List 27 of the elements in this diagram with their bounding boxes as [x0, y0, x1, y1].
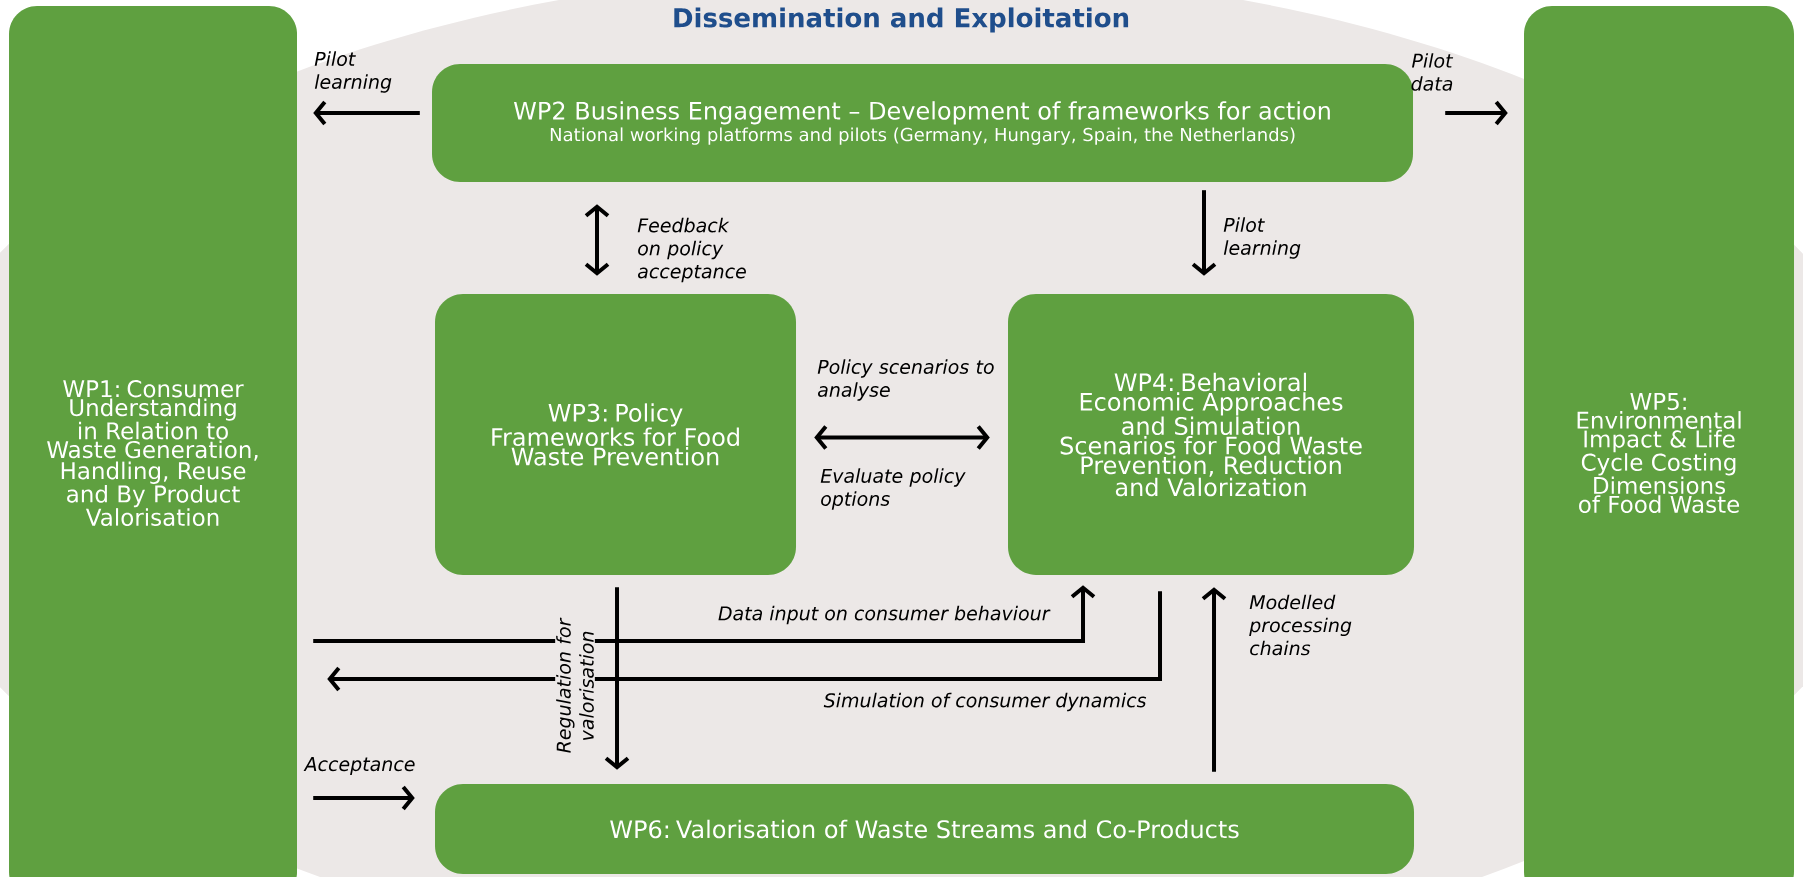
arrow — [1201, 587, 1227, 772]
arrow — [604, 587, 630, 770]
arrow — [584, 204, 610, 276]
edge-label: Modelled processing chains — [1249, 594, 1352, 656]
edge-label: Pilot data — [1411, 53, 1454, 91]
annotation-text: Evaluate policy options — [820, 468, 966, 510]
edge-label: Policy scenarios to analyse — [817, 359, 994, 401]
arrow — [1445, 100, 1508, 126]
arrow — [313, 585, 1096, 643]
edge-label: Pilot learning — [314, 51, 392, 93]
edge-label: Feedback on policy acceptance — [637, 217, 746, 283]
arrow — [313, 100, 420, 126]
work-package-box: WP6: Valorisation of Waste Streams and Co-Products — [435, 784, 1414, 874]
edge-label: Pilot learning — [1223, 217, 1301, 259]
edge-label: Acceptance — [303, 757, 415, 775]
work-package-box: WP3: Policy Frameworks for Food Waste Prevention — [435, 294, 796, 575]
work-package-box: WP5: Environmental Impact & Life Cycle Costing Dimensions of Food Waste — [1524, 6, 1794, 877]
arrow — [313, 785, 415, 811]
edge-label: Simulation of consumer dynamics — [823, 692, 1147, 712]
edge-label: Data input on consumer behaviour — [718, 605, 1051, 625]
work-package-box: WP1: Consumer Understanding in Relation to Waste Generation, Handling, Reuse and By Product Valorisation — [9, 6, 297, 877]
arrow — [814, 425, 990, 450]
edge-label: Regulation for valorisation — [555, 610, 595, 762]
arrow — [327, 591, 1162, 692]
work-package-box: WP4: Behavioral Economic Approaches and Simulation Scenarios for Food Waste Prevention, Reduction and Valorization — [1008, 294, 1414, 575]
title: Dissemination and Exploitation — [674, 7, 1129, 33]
arrow — [1191, 190, 1217, 276]
